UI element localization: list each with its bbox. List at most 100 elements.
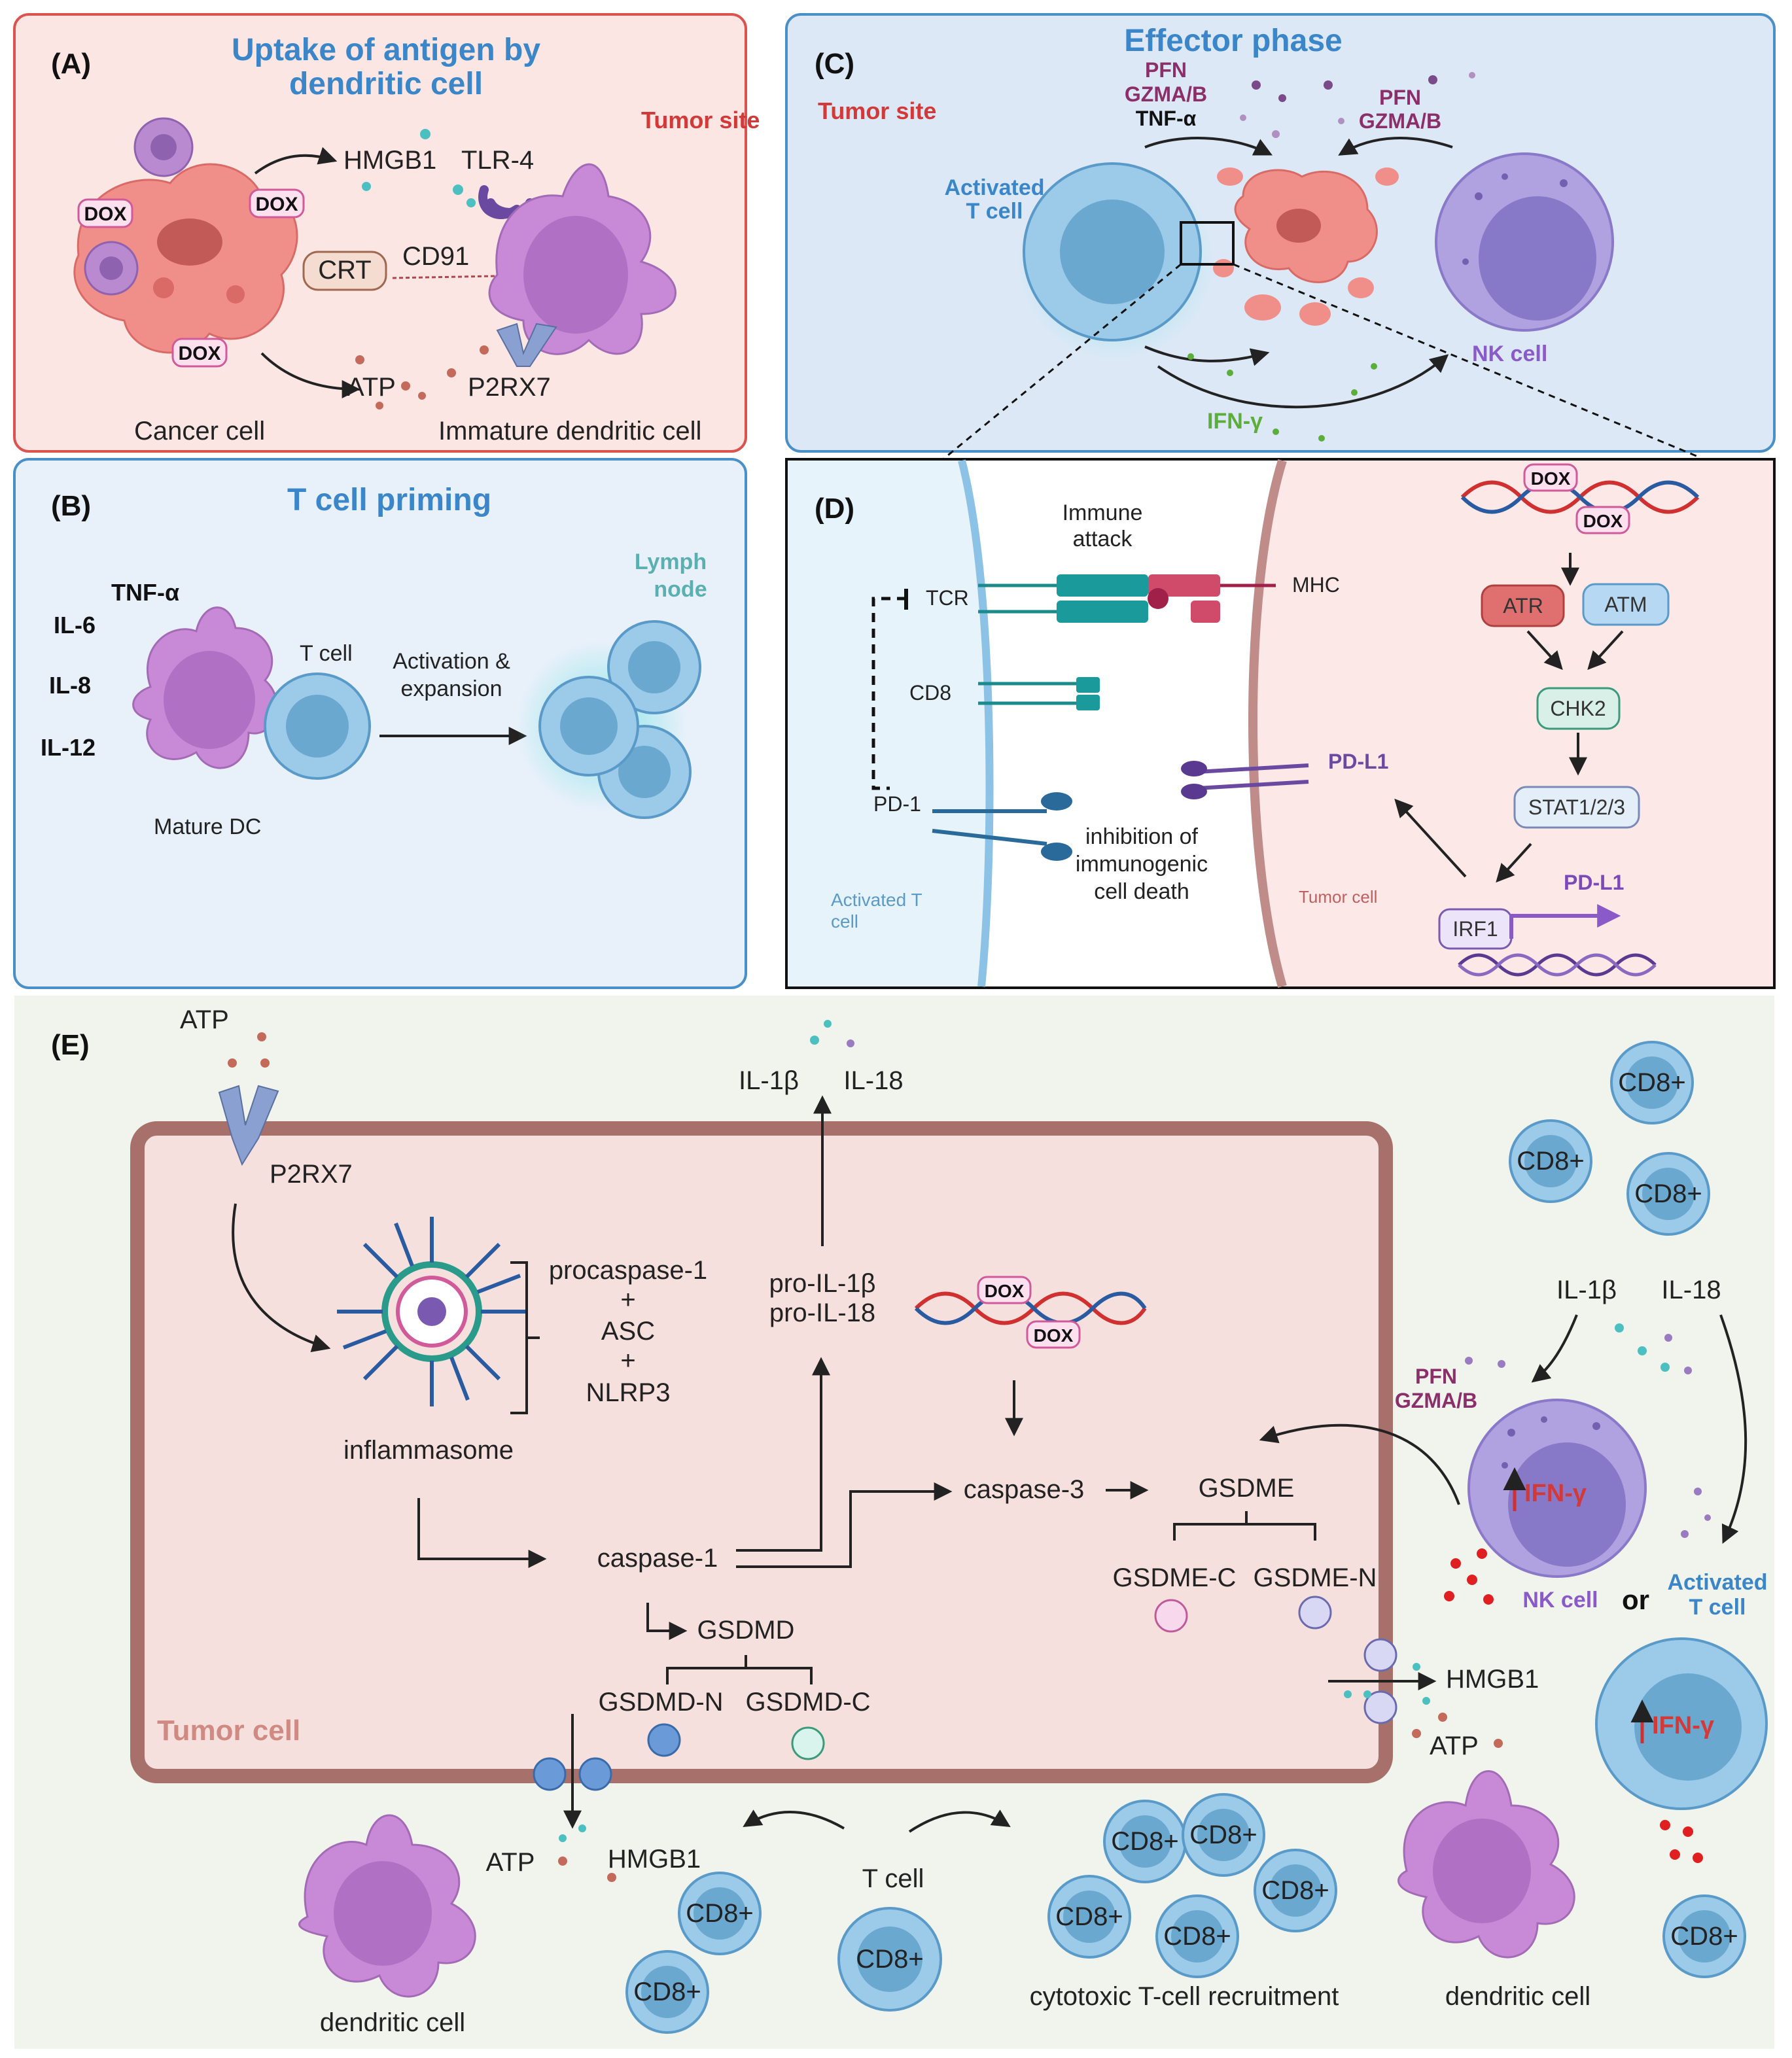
ifn-red-dots bbox=[1444, 1548, 1703, 1863]
panel-a-letter: (A) bbox=[51, 48, 91, 80]
gsdmd-n-label: GSDMD-N bbox=[598, 1688, 723, 1717]
pd1-receptor bbox=[932, 792, 1072, 861]
activation-label-line2: expansion bbox=[400, 676, 502, 701]
panel-b-title: T cell priming bbox=[287, 483, 491, 517]
arrow-t-cell-to-recruitment bbox=[908, 1809, 1011, 1833]
tumor-cell-d-label: Tumor cell bbox=[1299, 887, 1377, 907]
arrow-inflammasome-to-caspase1 bbox=[417, 1498, 547, 1568]
nk-gzma-label: GZMA/B bbox=[1359, 109, 1441, 133]
hmgb1-label: HMGB1 bbox=[343, 146, 436, 175]
immature-dc-label: Immature dendritic cell bbox=[438, 417, 701, 445]
tnf-label: TNF-α bbox=[1136, 107, 1197, 130]
svg-text:CD8+: CD8+ bbox=[1517, 1147, 1584, 1176]
gsdmd-n-fragment bbox=[647, 1723, 681, 1757]
dox-badge: DOX bbox=[171, 338, 228, 368]
svg-text:DOX: DOX bbox=[255, 194, 298, 215]
inhibition-dashed-line bbox=[871, 597, 906, 790]
dna-helix-d bbox=[1460, 480, 1700, 514]
dendritic-cell-left bbox=[298, 1814, 476, 1998]
il18-right-label: IL-18 bbox=[1661, 1276, 1721, 1304]
atp-label: ATP bbox=[347, 373, 396, 402]
inhibition-text-line3: cell death bbox=[1094, 879, 1189, 904]
dox-badge: DOX bbox=[977, 1276, 1032, 1304]
arrow-caspase1-to-gsdmd bbox=[646, 1603, 688, 1640]
hmgb1-right-label: HMGB1 bbox=[1446, 1665, 1539, 1694]
svg-text:IRF1: IRF1 bbox=[1452, 917, 1498, 941]
ifn-dots bbox=[1187, 353, 1377, 442]
dendritic-cell-right bbox=[1397, 1770, 1575, 1959]
ifn-up-label-t: IFN-γ bbox=[1652, 1712, 1714, 1739]
activation-label-line1: Activation & bbox=[393, 649, 510, 674]
nlrp3-label: NLRP3 bbox=[586, 1378, 671, 1407]
t-cell-attack-arrow bbox=[1144, 137, 1273, 156]
dna-helix-e bbox=[914, 1291, 1147, 1325]
activated-t-cell-d-line1: Activated T bbox=[831, 890, 922, 910]
dna-strand-d bbox=[1458, 953, 1657, 977]
gzma-label: GZMA/B bbox=[1125, 82, 1207, 106]
lymph-node-line1: Lymph bbox=[635, 549, 707, 574]
tlr4-label: TLR-4 bbox=[461, 146, 534, 175]
gsdme-label: GSDME bbox=[1199, 1474, 1295, 1503]
cd8-t-cell: CD8+ bbox=[1155, 1894, 1239, 1978]
nk-pfn-label: PFN bbox=[1379, 86, 1421, 109]
pfn-label: PFN bbox=[1145, 58, 1187, 82]
svg-text:CRT: CRT bbox=[318, 256, 371, 285]
gsdme-n-fragment bbox=[1298, 1596, 1332, 1630]
activated-t-cell-line2: T cell bbox=[966, 199, 1023, 224]
dox-badge: DOX bbox=[77, 198, 133, 228]
svg-text:CD8+: CD8+ bbox=[1618, 1068, 1685, 1097]
gsdme-n-label: GSDME-N bbox=[1254, 1563, 1377, 1592]
arrow-il1b-to-nk bbox=[1531, 1314, 1578, 1383]
svg-text:CD8+: CD8+ bbox=[633, 1978, 701, 2006]
cd8-t-cell: CD8+ bbox=[1509, 1119, 1592, 1203]
gsdme-pore bbox=[1363, 1638, 1397, 1724]
activated-t-cell-e-line1: Activated bbox=[1667, 1570, 1767, 1595]
activated-t-cell-e-line2: T cell bbox=[1689, 1595, 1746, 1620]
atp-top-label: ATP bbox=[180, 1005, 229, 1034]
inflammasome-structure bbox=[337, 1217, 527, 1406]
atp-release-label: ATP bbox=[486, 1848, 535, 1877]
cd91-label: CD91 bbox=[402, 242, 469, 271]
tcr-label: TCR bbox=[926, 586, 969, 610]
cd8-coreceptor bbox=[978, 677, 1100, 710]
svg-text:CD8+: CD8+ bbox=[686, 1899, 753, 1928]
arrow-stat-to-irf1 bbox=[1496, 843, 1532, 883]
activated-t-cell-d-line2: cell bbox=[831, 911, 858, 932]
plus-sign: + bbox=[620, 1346, 635, 1375]
panel-b-letter: (B) bbox=[51, 490, 91, 522]
damp-dots-right bbox=[1344, 1663, 1503, 1748]
gsdmd-pore bbox=[533, 1757, 612, 1791]
cytokine-dots bbox=[810, 1020, 854, 1047]
ifn-label: IFN-γ bbox=[1207, 409, 1263, 434]
gsdmd-split-bracket bbox=[666, 1655, 813, 1684]
immune-attack-line1: Immune bbox=[1063, 500, 1143, 525]
svg-text:CD8+: CD8+ bbox=[1670, 1922, 1738, 1951]
gsdme-c-label: GSDME-C bbox=[1113, 1563, 1237, 1592]
arrow-p2rx7-to-inflammasome bbox=[232, 1203, 331, 1352]
svg-text:CD8+: CD8+ bbox=[1055, 1902, 1123, 1931]
mature-dc bbox=[132, 606, 278, 769]
dox-badge: DOX bbox=[1575, 506, 1630, 534]
inhibition-text-line1: inhibition of bbox=[1085, 824, 1199, 849]
atr-node: ATR bbox=[1481, 584, 1565, 627]
tumor-cell-e-label: Tumor cell bbox=[157, 1715, 300, 1747]
cd8-t-cell: CD8+ bbox=[1662, 1894, 1746, 1978]
tnf-label: TNF-α bbox=[111, 579, 179, 606]
arrow-t-cell-to-dc bbox=[743, 1809, 845, 1830]
panel-c-tumor-site: Tumor site bbox=[818, 97, 936, 124]
tumor-cell-membrane bbox=[1248, 459, 1287, 988]
atp-dots bbox=[355, 345, 489, 410]
nk-cell-e: IFN-γ bbox=[1467, 1399, 1647, 1578]
panel-a-title-line1: Uptake of antigen by bbox=[232, 33, 540, 67]
atp-dots bbox=[228, 1032, 270, 1068]
arrow-caspase1-to-pro-il bbox=[736, 1357, 830, 1552]
svg-text:DOX: DOX bbox=[178, 343, 220, 364]
or-label: or bbox=[1622, 1584, 1649, 1615]
pro-il18-label: pro-IL-18 bbox=[769, 1299, 875, 1327]
irf1-node: IRF1 bbox=[1438, 908, 1513, 950]
expanded-t-cells bbox=[517, 620, 701, 819]
il18-secreted-label: IL-18 bbox=[843, 1066, 903, 1095]
atp-right-label: ATP bbox=[1430, 1732, 1479, 1760]
gsdmd-c-fragment bbox=[791, 1726, 825, 1760]
arrow-to-hmgb1 bbox=[254, 147, 338, 175]
